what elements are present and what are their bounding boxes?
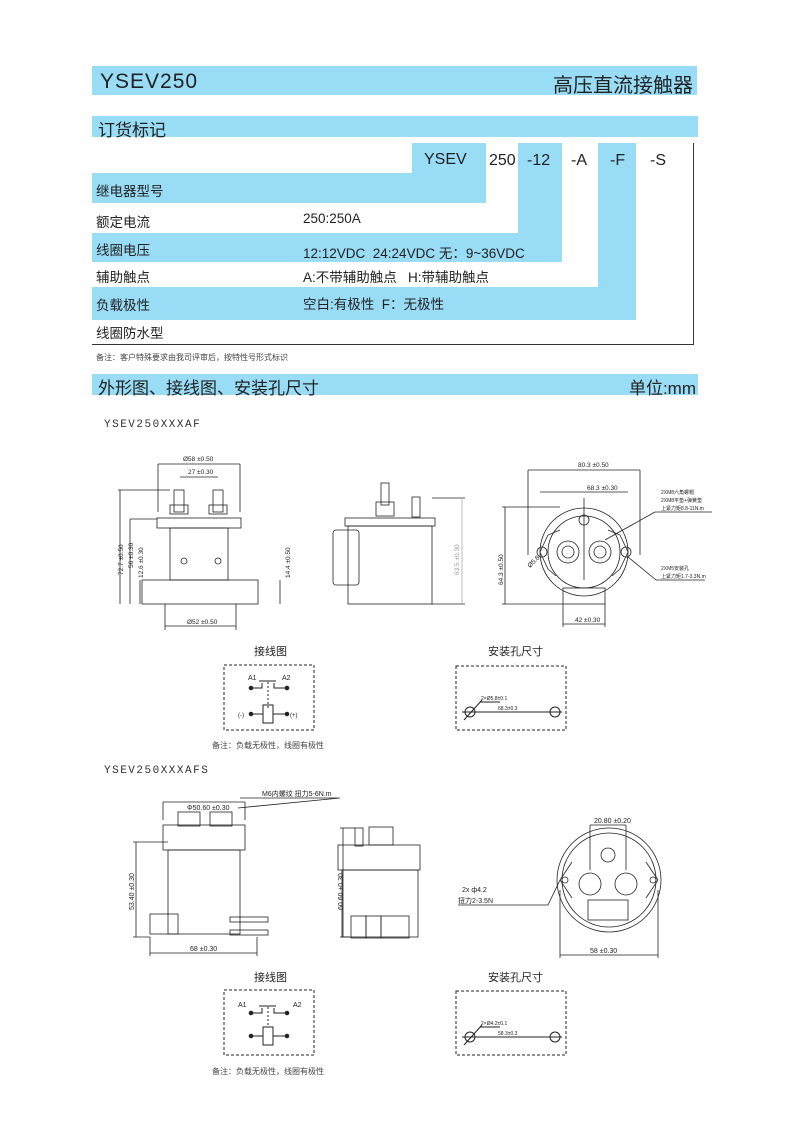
hole-note: 2x ф4.2 <box>462 887 487 894</box>
dim-label: 42 ±0.30 <box>575 617 601 624</box>
dim-label: 64.3 ±0.50 <box>498 554 505 585</box>
terminal-a2: A2 <box>293 1002 302 1009</box>
mount-hole-label: 2×Ø4.2±0.1 <box>481 1021 507 1027</box>
model-title: YSEV250 <box>100 70 199 93</box>
outline-drawing-af: Ø58 ±0.50 27 ±0.30 72.7 ±0.50 56 ±0.30 1… <box>118 456 712 630</box>
front-view: Ø58 ±0.50 27 ±0.30 72.7 ±0.50 56 ±0.30 1… <box>118 456 292 630</box>
row-label: 线圈防水型 <box>96 326 164 341</box>
code-prefix: YSEV <box>424 151 467 168</box>
dim-label: 12.6 ±0.30 <box>138 547 145 578</box>
wiring-and-mount-diagram-afs: A1 A2 2×Ø4.2±0.1 58.3±0.3 <box>223 989 567 1056</box>
ordering-note: 备注：客户特殊要求由我司评审后，按特性号形式标识 <box>96 353 288 362</box>
svg-text:2XM5安装孔: 2XM5安装孔 <box>661 565 689 572</box>
title-bar: YSEV250 高压直流接触器 <box>92 66 697 97</box>
torque-note: 扭力2-3.5N <box>458 896 493 905</box>
svg-text:2XM8平垫+弹簧垫: 2XM8平垫+弹簧垫 <box>661 497 702 504</box>
terminal-a2: A2 <box>282 675 291 682</box>
drawings-title: 外形图、接线图、安装孔尺寸 <box>98 379 319 398</box>
dim-label: 53.40 ±0.30 <box>129 873 136 910</box>
thread-note: M6内螺纹 扭力5-6N.m <box>262 789 332 798</box>
wiring-title: 接线图 <box>254 646 287 658</box>
top-view: 20.80 ±0.20 2x ф4.2 扭力2-3.5N 58 ±0.30 <box>458 818 662 958</box>
row-label: 负载极性 <box>96 298 150 313</box>
dim-label: 63.5 ±0.30 <box>454 544 461 575</box>
row-value: 12:12VDC 24:24VDC 无：9~36VDC <box>303 246 525 261</box>
dim-label: 14.4 ±0.50 <box>285 547 292 578</box>
ordering-title: 订货标记 <box>98 121 166 140</box>
mount-title: 安装孔尺寸 <box>488 972 543 984</box>
code-polarity: -F <box>610 152 626 169</box>
product-title: 高压直流接触器 <box>553 75 693 97</box>
row-value: 250:250A <box>303 211 361 226</box>
dim-label: Ø58 ±0.50 <box>183 456 214 463</box>
outline-drawing-afs: M6内螺纹 扭力5-6N.m Φ50.60 ±0.30 53.40 ±0.30 … <box>129 789 662 958</box>
code-current: 250 <box>489 152 516 169</box>
model-name: YSEV250XXXAF <box>104 419 202 431</box>
code-aux: -A <box>571 152 587 169</box>
row-value: A:不带辅助触点 H:带辅助触点 <box>303 270 490 285</box>
dim-label: 60.60 ±0.30 <box>338 873 345 910</box>
dim-label: 20.80 ±0.20 <box>594 818 631 825</box>
code-waterproof: -S <box>650 152 666 169</box>
row-label: 额定电流 <box>96 215 150 230</box>
svg-text:上紧力矩1.7-3.3N.m: 上紧力矩1.7-3.3N.m <box>661 573 706 580</box>
svg-text:上紧力矩8.8-11N.m: 上紧力矩8.8-11N.m <box>661 505 704 512</box>
top-view: 80.3 ±0.50 68.3 ±0.30 64.3 ±0.50 Ø5.8 42… <box>498 462 712 627</box>
row-value: 空白:有极性 F：无极性 <box>303 297 444 312</box>
dim-label: Ø52 ±0.50 <box>187 619 218 626</box>
coil-plus: (+) <box>290 713 298 719</box>
front-view: M6内螺纹 扭力5-6N.m Φ50.60 ±0.30 53.40 ±0.30 … <box>129 789 341 956</box>
row-label: 线圈电压 <box>96 243 150 258</box>
dim-label: 72.7 ±0.50 <box>118 544 125 575</box>
coil-minus: (-) <box>238 713 244 719</box>
wiring-note: 备注：负载无极性，线圈有极性 <box>212 741 324 750</box>
dim-label: 80.3 ±0.50 <box>578 462 609 469</box>
row-label: 辅助触点 <box>96 270 150 285</box>
dim-label: 56 ±0.30 <box>128 542 135 568</box>
wiring-note: 备注：负载无极性，线圈有极性 <box>212 1067 324 1076</box>
dim-label: 58 ±0.30 <box>590 948 617 955</box>
code-voltage: -12 <box>527 152 551 169</box>
wiring-and-mount-diagram-af: A1 A2 (-) (+) 2×Ø5.8±0.1 68.3±0.3 <box>223 664 567 731</box>
mount-title: 安装孔尺寸 <box>488 646 543 658</box>
mount-distance-label: 68.3±0.3 <box>498 706 518 712</box>
wiring-title: 接线图 <box>254 972 287 984</box>
row-label: 继电器型号 <box>96 184 164 199</box>
svg-text:2XM8六角螺帽: 2XM8六角螺帽 <box>661 489 694 496</box>
model-name: YSEV250XXXAFS <box>104 765 210 777</box>
dim-label: 27 ±0.30 <box>188 469 214 476</box>
dim-label: 68 ±0.30 <box>190 946 217 953</box>
side-view: 60.60 ±0.30 <box>337 826 421 939</box>
dim-label: 68.3 ±0.30 <box>587 485 618 492</box>
side-view: 63.5 ±0.30 <box>332 482 465 605</box>
terminal-a1: A1 <box>248 675 257 682</box>
unit-label: 单位:mm <box>628 379 696 398</box>
drawings-section-bar: 外形图、接线图、安装孔尺寸 单位:mm <box>92 374 698 398</box>
mount-distance-label: 58.3±0.3 <box>498 1031 518 1037</box>
dim-label: Φ50.60 ±0.30 <box>187 805 230 812</box>
terminal-a1: A1 <box>238 1002 247 1009</box>
ordering-section-bar: 订货标记 <box>92 116 698 140</box>
mount-hole-label: 2×Ø5.8±0.1 <box>481 696 507 702</box>
